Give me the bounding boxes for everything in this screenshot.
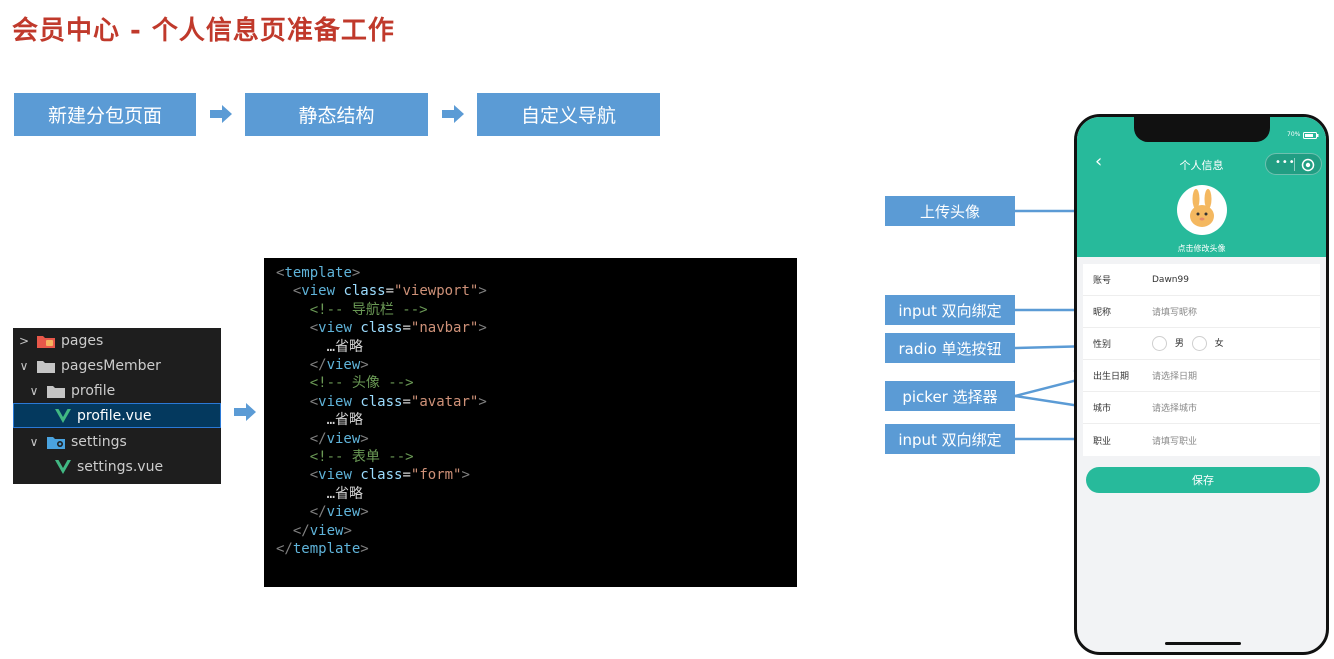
profession-input[interactable]: 请填写职业 (1152, 436, 1198, 447)
avatar-caption[interactable]: 点击修改头像 (1177, 244, 1226, 253)
annotation-input-nickname: input 双向绑定 (885, 295, 1015, 325)
form-row-profession[interactable]: 职业 请填写职业 (1083, 424, 1320, 456)
form-row-city[interactable]: 城市 请选择城市 (1083, 392, 1320, 424)
tree-item-label: pagesMember (61, 357, 161, 374)
phone-mockup: 70% ‹ 个人信息 ••• 点击修改头像 账号 Dawn99 昵称 (1074, 114, 1329, 655)
step-new-subpackage: 新建分包页面 (14, 93, 196, 136)
form-label: 昵称 (1093, 308, 1112, 318)
step-custom-navbar: 自定义导航 (477, 93, 660, 136)
tree-item-label: pages (61, 332, 104, 349)
profile-form: 账号 Dawn99 昵称 请填写昵称 性别 男 女 出生日期 请选择日期 (1083, 264, 1320, 456)
arrow-right-icon (210, 105, 232, 123)
chevron-down-icon: ∨ (19, 358, 29, 373)
vue-icon (55, 459, 71, 474)
step-static-structure: 静态结构 (245, 93, 428, 136)
radio-female-label: 女 (1214, 339, 1224, 349)
vue-icon (55, 408, 71, 423)
chevron-down-icon: ∨ (29, 434, 39, 449)
form-label: 账号 (1093, 276, 1112, 286)
tree-item-label: settings.vue (77, 458, 164, 475)
settings-folder-icon (47, 436, 65, 449)
close-target-icon[interactable] (1301, 158, 1315, 172)
city-picker[interactable]: 请选择城市 (1152, 404, 1198, 414)
avatar[interactable] (1177, 185, 1227, 235)
capsule-divider (1294, 158, 1295, 171)
form-label: 出生日期 (1093, 372, 1130, 382)
radio-male[interactable] (1152, 336, 1167, 351)
tree-item-pagesmember[interactable]: ∨ pagesMember (13, 353, 221, 378)
code-block: <template> <view class="viewport"> <!-- … (264, 258, 797, 587)
annotation-picker: picker 选择器 (885, 381, 1015, 411)
phone-notch (1134, 117, 1270, 142)
back-icon[interactable]: ‹ (1095, 151, 1103, 172)
arrow-right-icon (442, 105, 464, 123)
nickname-input[interactable]: 请填写昵称 (1152, 308, 1198, 318)
battery-icon (1303, 132, 1319, 139)
save-button[interactable]: 保存 (1086, 467, 1320, 493)
radio-female[interactable] (1191, 336, 1207, 351)
folder-icon (37, 360, 55, 373)
form-row-gender: 性别 男 女 (1083, 328, 1320, 360)
radio-male-label: 男 (1174, 339, 1184, 349)
page-title: 会员中心 - 个人信息页准备工作 (12, 16, 395, 46)
pages-folder-icon (37, 335, 55, 348)
nav-title: 个人信息 (1179, 159, 1224, 172)
form-row-nickname[interactable]: 昵称 请填写昵称 (1083, 296, 1320, 328)
tree-item-profile-vue[interactable]: profile.vue (13, 403, 221, 428)
chevron-right-icon: > (18, 333, 30, 348)
annotation-radio-gender: radio 单选按钮 (885, 333, 1015, 363)
arrow-right-icon (234, 403, 256, 421)
form-label: 城市 (1093, 404, 1112, 414)
file-explorer: > pages ∨ pagesMember ∨ profile profile.… (13, 328, 221, 484)
tree-item-profile[interactable]: ∨ profile (13, 378, 221, 403)
annotation-input-profession: input 双向绑定 (885, 424, 1015, 454)
tree-item-label: profile.vue (77, 407, 152, 424)
birthday-picker[interactable]: 请选择日期 (1152, 372, 1198, 382)
tree-item-label: profile (71, 382, 116, 399)
home-indicator (1165, 642, 1241, 645)
folder-icon (47, 385, 65, 398)
tree-item-pages[interactable]: > pages (13, 328, 221, 353)
annotation-upload-avatar: 上传头像 (885, 196, 1015, 226)
tree-item-label: settings (71, 433, 127, 450)
form-row-account: 账号 Dawn99 (1083, 264, 1320, 296)
form-label: 职业 (1093, 436, 1112, 447)
tree-item-settings-vue[interactable]: settings.vue (13, 454, 221, 479)
form-label: 性别 (1093, 340, 1112, 350)
chevron-down-icon: ∨ (29, 383, 39, 398)
account-value: Dawn99 (1152, 274, 1189, 285)
battery-text: 70% (1287, 131, 1301, 138)
mini-program-capsule[interactable]: ••• (1265, 153, 1322, 175)
tree-item-settings[interactable]: ∨ settings (13, 429, 221, 454)
more-icon[interactable]: ••• (1275, 157, 1296, 168)
form-row-birthday[interactable]: 出生日期 请选择日期 (1083, 360, 1320, 392)
gender-radio-group[interactable]: 男 女 (1152, 336, 1224, 351)
